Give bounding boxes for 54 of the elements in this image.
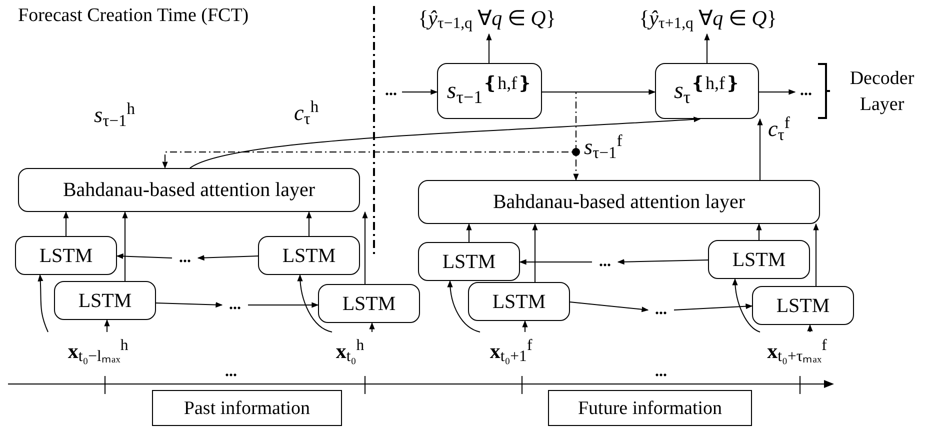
lstm-box: LSTM — [418, 242, 520, 281]
arrow — [617, 259, 708, 265]
arrow — [570, 302, 649, 312]
arrow — [522, 320, 528, 332]
lstm-box: LSTM — [54, 281, 156, 320]
attention-layer-box: Bahdanau-based attention layer — [18, 168, 360, 212]
ellipsis: ... — [172, 247, 198, 269]
arrow — [466, 223, 472, 242]
output-label: {ŷ$_{τ−1,q}$ ∀q ∈ Q} — [380, 2, 594, 34]
attention-layer-box: Bahdanau-based attention layer — [418, 180, 820, 224]
output-label: {ŷ$_{τ+1,q}$ ∀q ∈ Q} — [596, 2, 820, 34]
ellipsis: ... — [380, 80, 402, 102]
arrow — [190, 116, 701, 168]
arrow — [813, 223, 819, 286]
arrow — [402, 89, 438, 95]
ellipsis: ... — [592, 251, 618, 273]
lstm-box: LSTM — [468, 282, 570, 321]
arrow — [122, 211, 128, 282]
arrow — [486, 33, 492, 64]
arrow — [156, 302, 223, 308]
arrow — [704, 33, 710, 64]
arrow — [674, 304, 753, 310]
arrow — [297, 274, 332, 332]
arrow — [732, 278, 760, 332]
lstm-box: LSTM — [15, 236, 117, 275]
arrow — [447, 280, 480, 332]
arrow — [532, 223, 538, 282]
arrow — [519, 259, 592, 265]
ellipsis: ... — [648, 299, 674, 321]
arrow — [362, 211, 368, 284]
info-box: Past information — [152, 390, 342, 426]
lstm-box: LSTM — [318, 284, 420, 323]
info-box: Future information — [548, 390, 752, 426]
arrow — [807, 324, 813, 332]
arrow — [758, 89, 796, 95]
arrow — [757, 118, 763, 180]
ellipsis: ... — [224, 362, 238, 382]
ellipsis: ... — [795, 80, 817, 102]
arrow — [248, 302, 319, 308]
arrow — [756, 223, 762, 240]
arrow — [104, 319, 110, 332]
ellipsis: ... — [222, 294, 248, 316]
lstm-box: LSTM — [708, 240, 810, 279]
arrow — [63, 211, 69, 236]
layer-label: Decoder Layer — [848, 67, 916, 117]
arrow — [306, 211, 312, 236]
lstm-box: LSTM — [258, 236, 360, 275]
title-text: Forecast Creation Time (FCT) — [18, 4, 250, 28]
arrow — [116, 253, 172, 260]
lstm-box: LSTM — [752, 286, 854, 325]
arrow — [197, 255, 258, 261]
arrow — [38, 274, 48, 332]
arrow — [369, 322, 375, 332]
ellipsis: ... — [654, 362, 668, 382]
